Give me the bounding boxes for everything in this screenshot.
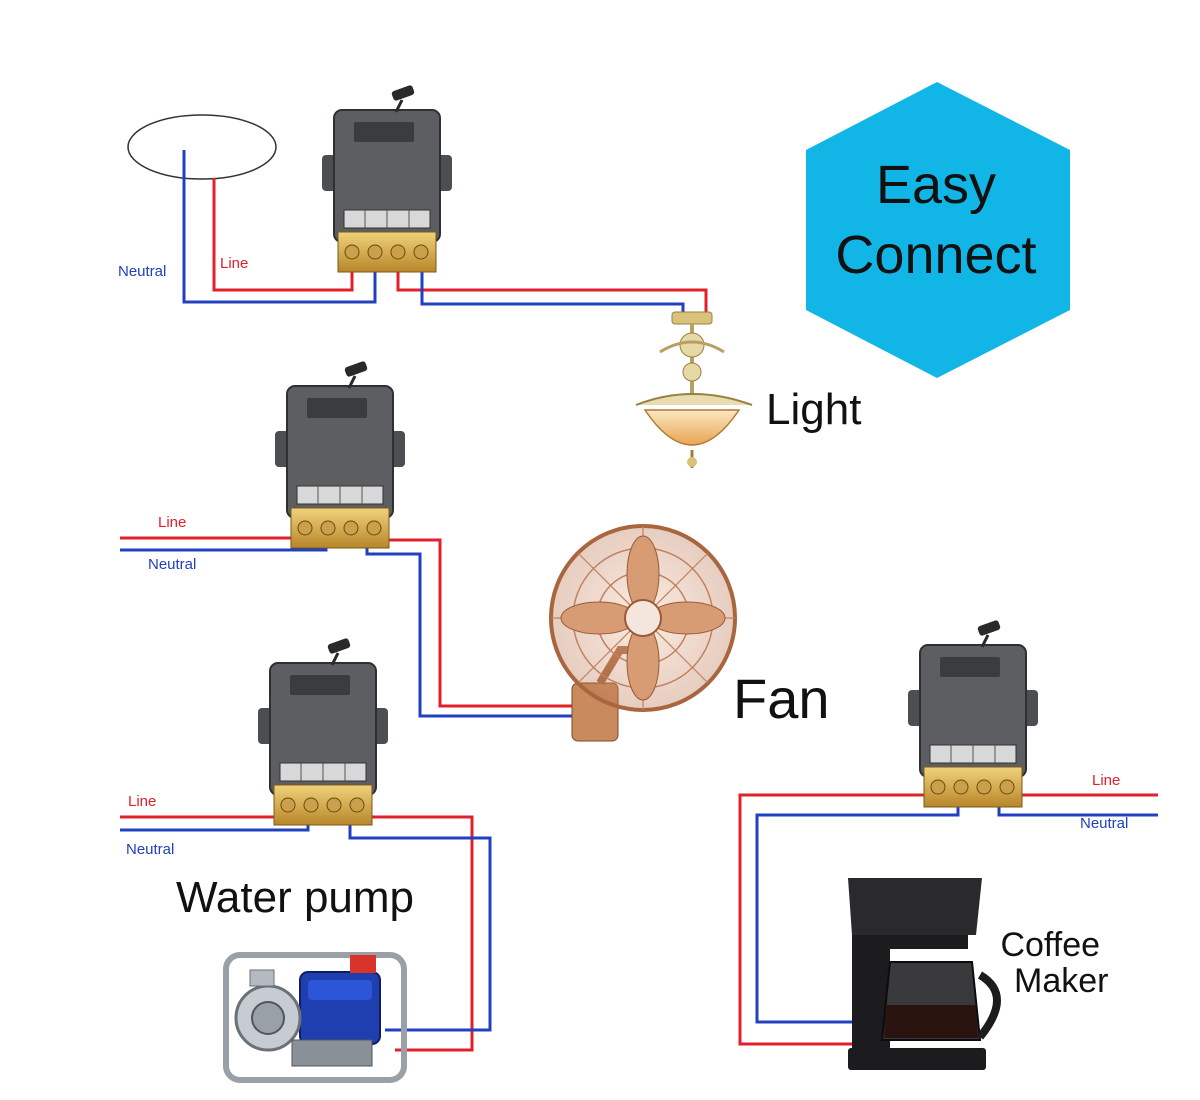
light-neutral-out xyxy=(420,262,685,315)
fan-line-in xyxy=(120,520,307,540)
fan-line-label: Line xyxy=(158,514,187,531)
light-line-in xyxy=(212,178,354,292)
fan-neutral-out xyxy=(365,520,578,718)
coffee-appliance-label: Coffee Maker xyxy=(992,926,1109,1000)
remote-switch-module-icon xyxy=(906,618,1040,809)
badge-line2: Connect xyxy=(835,225,1037,286)
coffee-label-line2: Maker xyxy=(1014,961,1109,1000)
light-neutral-in xyxy=(182,150,377,304)
coffee-neutral-label: Neutral xyxy=(1080,815,1129,832)
pump-line-label: Line xyxy=(128,793,157,810)
pump-appliance-label: Water pump xyxy=(176,873,415,922)
coffee-maker-icon xyxy=(848,878,1001,1070)
badge-line1: Easy xyxy=(875,155,997,215)
light-circuit-wires xyxy=(127,114,708,315)
remote-switch-module-icon xyxy=(273,359,407,550)
easy-connect-badge-text: Easy Connect xyxy=(805,150,1067,290)
light-line-out xyxy=(396,262,708,315)
coffee-label-line1: Coffee xyxy=(1000,926,1101,964)
water-pump-icon xyxy=(223,952,407,1083)
remote-switch-module-icon xyxy=(320,83,454,274)
fan-neutral-label: Neutral xyxy=(148,556,197,573)
remote-switch-module-icon xyxy=(256,636,390,827)
easy-connect-badge xyxy=(806,82,1070,378)
pump-neutral-label: Neutral xyxy=(126,841,175,858)
light-neutral-label: Neutral xyxy=(118,263,167,280)
coffee-line-label: Line xyxy=(1092,772,1121,789)
light-line-label: Line xyxy=(220,255,249,272)
light-appliance-label: Light xyxy=(766,385,862,434)
ceiling-outline xyxy=(127,114,277,180)
fan-appliance-label: Fan xyxy=(733,667,830,730)
wall-fan-icon xyxy=(549,524,737,742)
chandelier-icon xyxy=(635,311,753,468)
